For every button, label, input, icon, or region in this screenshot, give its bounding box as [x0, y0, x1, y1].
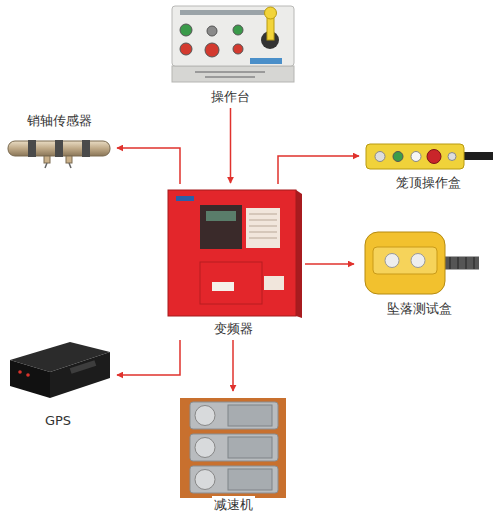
device-label: 坠落测试盒	[357, 300, 482, 318]
device-label-text: 笼顶操作盒	[394, 174, 463, 192]
drop-test-box-illustration	[365, 232, 479, 294]
device-node: 坠落测试盒	[357, 228, 482, 318]
device-label-text: 操作台	[209, 88, 252, 106]
device-label: 笼顶操作盒	[362, 174, 495, 192]
cage-top-box-illustration	[366, 144, 493, 169]
device-label-text: GPS	[43, 412, 73, 430]
pin-sensor-illustration	[8, 140, 110, 168]
device-label-text: 坠落测试盒	[385, 300, 454, 318]
inverter-illustration	[168, 190, 302, 318]
console-illustration	[172, 6, 294, 82]
device-label: 变频器	[163, 320, 303, 338]
connector-arrow	[117, 148, 180, 184]
device-node: 销轴传感器	[4, 112, 114, 166]
connector-arrow	[230, 108, 232, 183]
device-label: GPS	[2, 412, 114, 430]
device-node: GPS	[2, 338, 114, 430]
device-node: 减速机	[176, 394, 290, 514]
device-node: 操作台	[163, 2, 298, 106]
device-label-text: 减速机	[212, 496, 255, 514]
connector-arrow	[117, 340, 180, 375]
connector-arrow	[278, 156, 359, 184]
device-label-text: 变频器	[212, 320, 255, 338]
device-label: 销轴传感器	[4, 112, 114, 130]
device-node: 变频器	[163, 186, 303, 338]
device-label: 减速机	[176, 496, 290, 514]
connector-arrow	[232, 340, 234, 391]
gps-illustration	[10, 342, 110, 398]
device-node: 笼顶操作盒	[362, 138, 495, 192]
gear-motor-illustration	[180, 398, 286, 498]
device-label: 操作台	[163, 88, 298, 106]
device-label-text: 销轴传感器	[25, 112, 94, 130]
connector-arrow	[305, 263, 354, 265]
